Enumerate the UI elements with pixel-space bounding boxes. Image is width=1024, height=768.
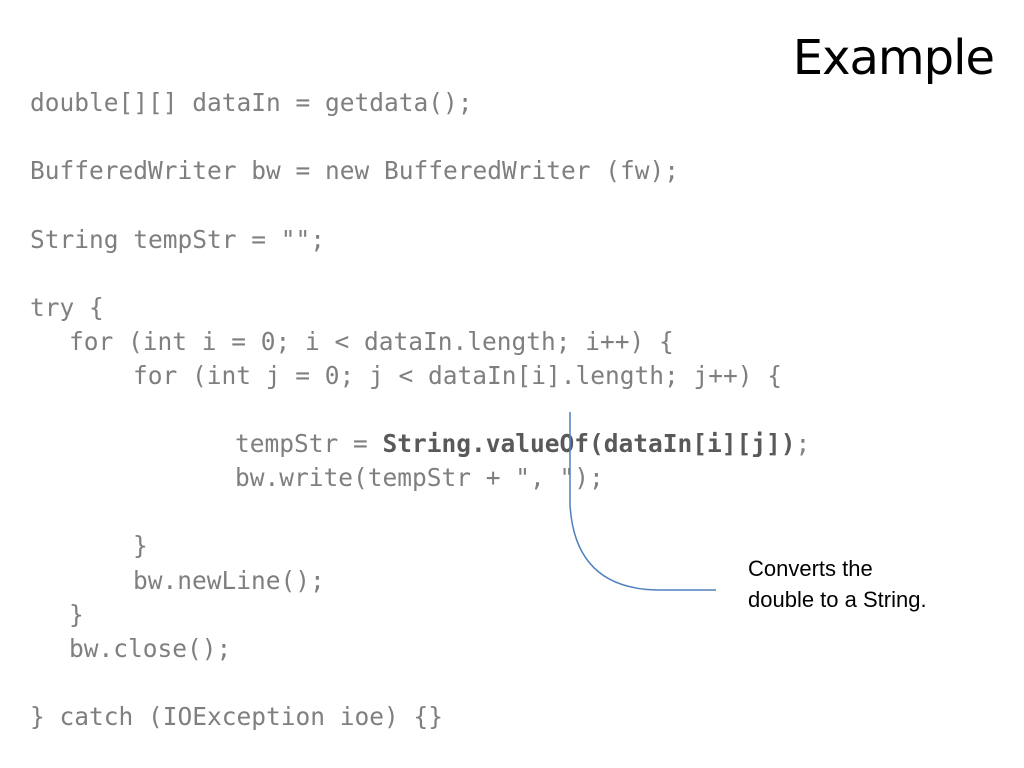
- code-line: }: [69, 600, 84, 629]
- callout-text: Converts the double to a String.: [748, 556, 927, 612]
- code-line: try {: [30, 293, 104, 322]
- code-line: } catch (IOException ioe) {}: [30, 702, 444, 731]
- code-line: for (int j = 0; j < dataIn[i].length; j+…: [133, 361, 783, 390]
- code-line: BufferedWriter bw = new BufferedWriter (…: [30, 156, 680, 185]
- code-segment-bold: String.valueOf(dataIn[i][j]): [382, 429, 796, 458]
- code-line: bw.write(tempStr + ", ");: [235, 463, 604, 492]
- code-line: bw.newLine();: [133, 566, 325, 595]
- code-segment: ;: [795, 429, 811, 458]
- code-segment: tempStr =: [235, 429, 383, 458]
- callout-connector-path: [569, 412, 716, 591]
- code-line: }: [133, 531, 148, 560]
- code-line: String tempStr = "";: [30, 225, 326, 254]
- code-line: double[][] dataIn = getdata();: [30, 88, 473, 117]
- code-line: bw.close();: [69, 634, 232, 663]
- code-line-highlighted: tempStr = String.valueOf(dataIn[i][j]);: [235, 429, 810, 459]
- slide-title: Example: [792, 30, 995, 86]
- code-line: for (int i = 0; i < dataIn.length; i++) …: [69, 327, 674, 356]
